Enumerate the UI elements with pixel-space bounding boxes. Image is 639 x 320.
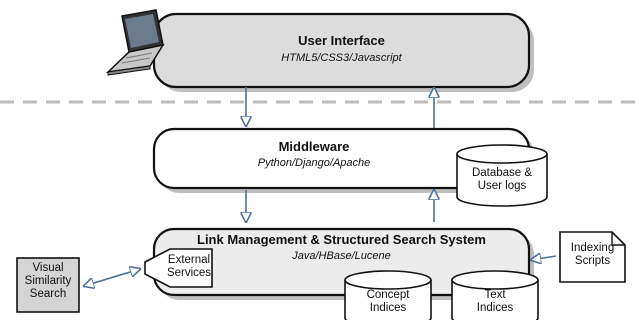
indexing-scripts-doc xyxy=(559,231,626,283)
laptop-icon xyxy=(105,9,165,76)
visual-similarity-box xyxy=(16,257,80,313)
middleware-tech: Python/Django/Apache xyxy=(257,157,371,169)
user-interface-tech: HTML5/CSS3/Javascript xyxy=(281,52,402,64)
visual-external-arrow xyxy=(84,269,140,286)
text-indices-label: Text Indices xyxy=(476,289,514,315)
text-indices-cylinder xyxy=(451,270,539,320)
concept-indices-cylinder xyxy=(344,270,432,320)
user-interface-box xyxy=(152,12,531,89)
database-label: Database & User logs xyxy=(471,167,533,193)
indexing-to-link-arrow xyxy=(531,256,557,260)
external-services-shape xyxy=(144,248,213,288)
visual-similarity-label: Visual Similarity Search xyxy=(24,262,72,301)
middleware-title: Middleware xyxy=(278,139,350,154)
link-management-title: Link Management & Structured Search Syst… xyxy=(197,232,486,247)
indexing-scripts-label: Indexing Scripts xyxy=(570,242,615,268)
link-management-tech: Java/HBase/Lucene xyxy=(292,250,391,262)
concept-indices-label: Concept Indices xyxy=(366,289,410,315)
database-cylinder xyxy=(456,144,548,207)
user-interface-title: User Interface xyxy=(298,33,385,48)
external-services-label: External Services xyxy=(166,254,212,280)
